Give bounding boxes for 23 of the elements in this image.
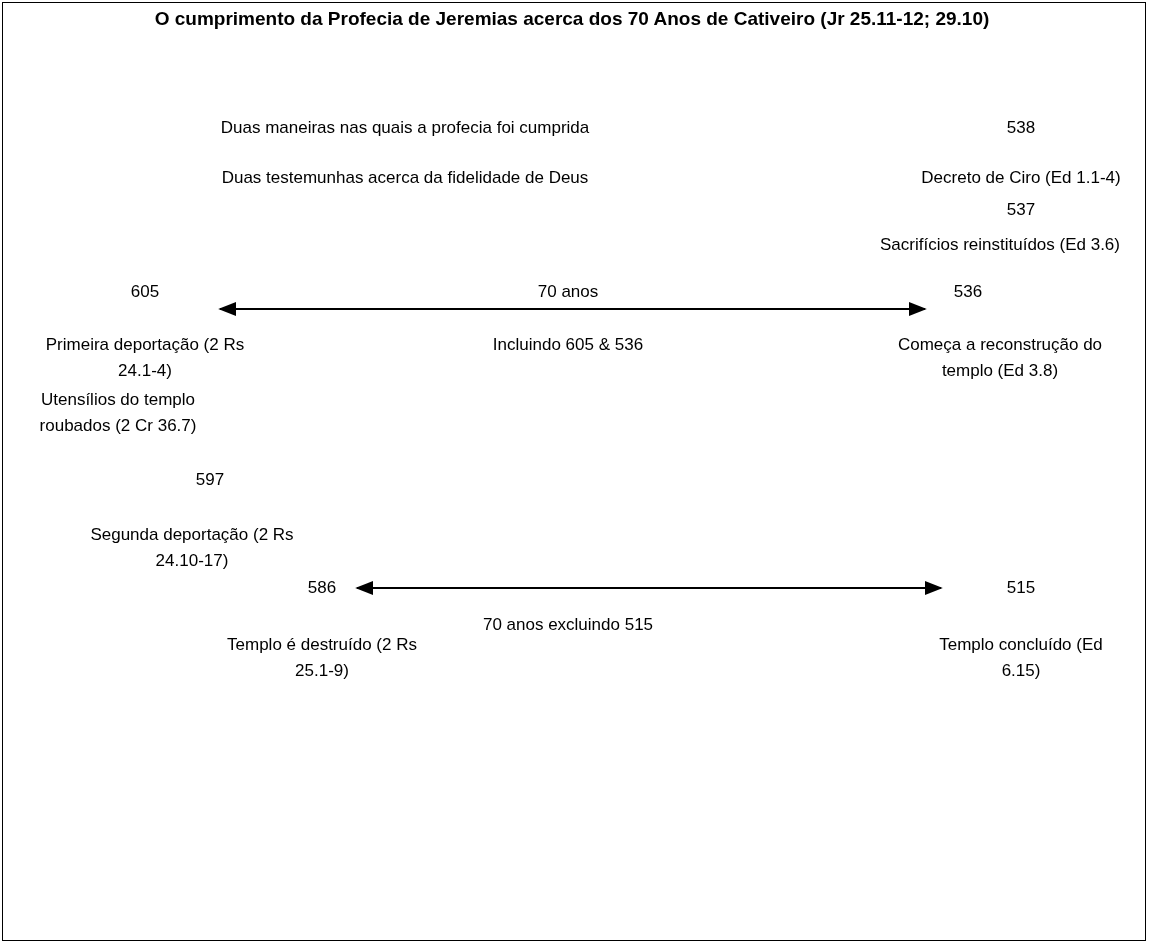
year-label: 597 — [194, 469, 226, 491]
year-label: 605 — [70, 279, 220, 305]
edge-label: 70 anos — [536, 281, 600, 303]
edge-label: 70 anos excluindo 515 — [481, 614, 655, 636]
year-label: 537 — [1005, 199, 1037, 221]
event-caption: Templo é destruído (2 Rs 25.1-9) — [226, 634, 418, 682]
event-caption: Começa a reconstrução do templo (Ed 3.8) — [896, 334, 1104, 382]
year-label: 536 — [925, 279, 1011, 305]
event-caption: Templo concluído (Ed 6.15) — [938, 634, 1104, 682]
chart-title: O cumprimento da Profecia de Jeremias acerca dos 70 Anos de Cativeiro (Jr 25.11-12; 29.10) — [153, 8, 991, 30]
heading-text: Duas testemunhas acerca da fidelidade de Deus — [220, 167, 590, 189]
double-arrow — [218, 301, 927, 317]
span-note: Incluindo 605 & 536 — [491, 334, 645, 356]
event-caption: Sacrifícios reinstituídos (Ed 3.6) — [879, 234, 1121, 256]
double-arrow — [355, 580, 943, 596]
event-caption: Utensílios do templo roubados (2 Cr 36.7) — [38, 389, 198, 437]
year-label: 538 — [1005, 117, 1037, 139]
event-caption: Segunda deportação (2 Rs 24.10-17) — [89, 524, 295, 572]
year-label: 586 — [287, 575, 357, 601]
event-caption: Primeira deportação (2 Rs 24.1-4) — [44, 334, 246, 382]
year-label: 515 — [941, 575, 1101, 601]
event-caption: Decreto de Ciro (Ed 1.1-4) — [920, 167, 1122, 189]
heading-text: Duas maneiras nas quais a profecia foi cumprida — [219, 117, 591, 139]
